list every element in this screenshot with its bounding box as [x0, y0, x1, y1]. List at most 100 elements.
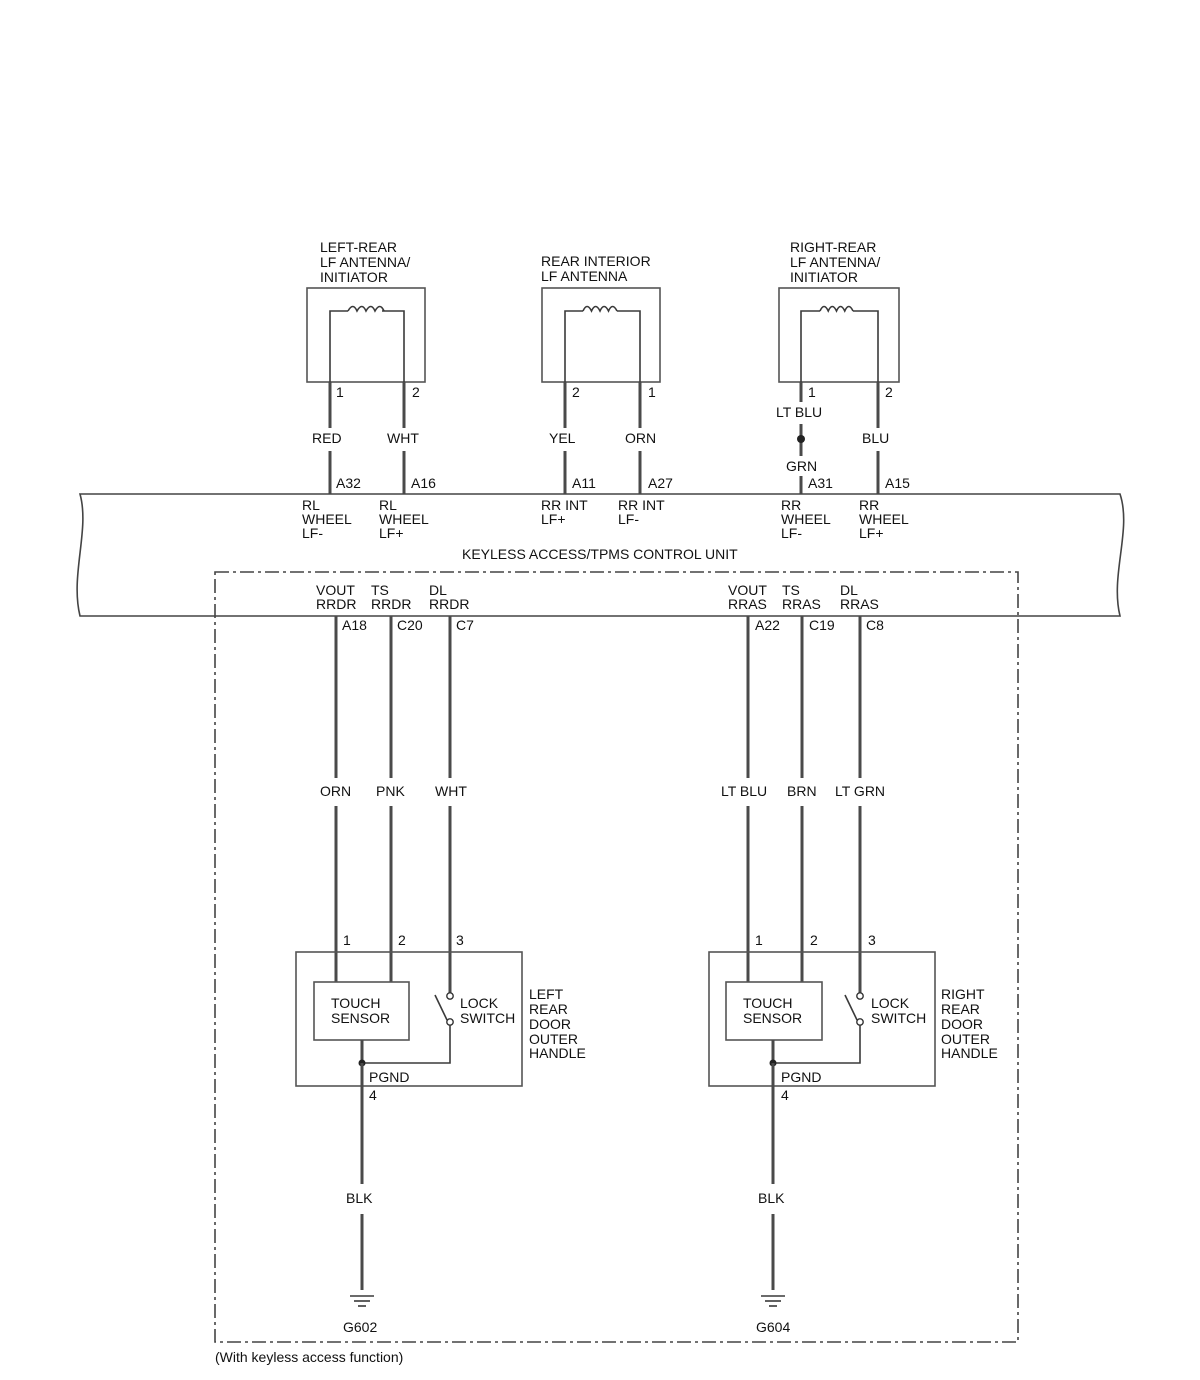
sig-vout-rras-1: VOUT — [728, 582, 767, 598]
center-antenna-box — [541, 287, 661, 383]
left-rear-lf-antenna: LEFT-REAR LF ANTENNA/ INITIATOR 1 2 RED … — [306, 239, 436, 494]
right-ground-id: G604 — [756, 1319, 790, 1335]
right-handle-name-4: OUTER — [941, 1031, 990, 1047]
center-antenna-wire-b-color: ORN — [625, 430, 656, 446]
footnote: (With keyless access function) — [215, 1349, 403, 1365]
left-antenna-label-2: LF ANTENNA/ — [320, 254, 410, 270]
left-touch-sensor-label-1: TOUCH — [331, 995, 381, 1011]
right-antenna-wire-b-color: BLU — [862, 430, 889, 446]
left-handle-name-2: REAR — [529, 1001, 568, 1017]
left-antenna-wire-a-color: RED — [312, 430, 342, 446]
right-antenna-lead — [800, 310, 879, 392]
right-touch-sensor-label-1: TOUCH — [743, 995, 793, 1011]
center-antenna-label-2: LF ANTENNA — [541, 268, 628, 284]
left-handle-name-1: LEFT — [529, 986, 564, 1002]
right-pgnd-pin: 4 — [781, 1087, 789, 1103]
left-wire-wht: WHT — [435, 783, 467, 799]
right-pin-3: 3 — [868, 932, 876, 948]
right-term-c8: C8 — [866, 617, 884, 633]
right-handle-name-1: RIGHT — [941, 986, 985, 1002]
sig-rr-int-lf-plus-1: RR INT — [541, 497, 588, 513]
right-wire-lt-blu: LT BLU — [721, 783, 767, 799]
sig-vout-rrdr-1: VOUT — [316, 582, 355, 598]
right-antenna-label-2: LF ANTENNA/ — [790, 254, 880, 270]
left-lock-switch-return — [362, 1025, 451, 1064]
right-lock-switch-label-2: SWITCH — [871, 1010, 926, 1026]
left-pin-2: 2 — [398, 932, 406, 948]
right-handle-name-2: REAR — [941, 1001, 980, 1017]
right-lock-switch-contact-top — [856, 992, 864, 1000]
left-antenna-box — [306, 287, 426, 383]
sig-vout-rras-2: RRAS — [728, 596, 767, 612]
sig-rr-int-lf-plus-2: LF+ — [541, 511, 566, 527]
left-term-c7: C7 — [456, 617, 474, 633]
sig-rl-lf-plus-2: WHEEL — [379, 511, 429, 527]
left-ground-wire-color: BLK — [346, 1190, 373, 1206]
right-lock-switch-contact-bottom — [856, 1018, 864, 1026]
right-rear-door-handle-circuit: A22 C19 C8 LT BLU BRN LT GRN 1 2 3 TOUCH… — [708, 616, 998, 1335]
left-lock-switch-contact-bottom — [446, 1018, 454, 1026]
center-antenna-wire-a-color: YEL — [549, 430, 576, 446]
right-handle-name-3: DOOR — [941, 1016, 983, 1032]
right-term-c19: C19 — [809, 617, 835, 633]
sig-ts-rrdr-2: RRDR — [371, 596, 411, 612]
right-wire-brn: BRN — [787, 783, 817, 799]
left-handle-name-4: OUTER — [529, 1031, 578, 1047]
sig-rr-lf-plus-2: WHEEL — [859, 511, 909, 527]
center-antenna-pin-b: 1 — [648, 384, 656, 400]
right-pgnd-label: PGND — [781, 1069, 821, 1085]
left-wire-orn: ORN — [320, 783, 351, 799]
sig-rl-lf-minus-2: WHEEL — [302, 511, 352, 527]
sig-rl-lf-plus-1: RL — [379, 497, 397, 513]
left-handle-name-5: HANDLE — [529, 1045, 586, 1061]
left-term-a18: A18 — [342, 617, 367, 633]
center-antenna-term-a: A11 — [572, 475, 596, 491]
center-antenna-label-1: REAR INTERIOR — [541, 253, 651, 269]
left-pin-1: 1 — [343, 932, 351, 948]
left-touch-sensor-label-2: SENSOR — [331, 1010, 390, 1026]
sig-rr-lf-minus-2: WHEEL — [781, 511, 831, 527]
sig-dl-rras-2: RRAS — [840, 596, 879, 612]
left-lock-switch-label-2: SWITCH — [460, 1010, 515, 1026]
right-lock-switch-return — [773, 1025, 861, 1064]
sig-rr-int-lf-minus-2: LF- — [618, 511, 639, 527]
left-lock-switch-contact-top — [446, 992, 454, 1000]
left-handle-name-3: DOOR — [529, 1016, 571, 1032]
left-lock-switch-label-1: LOCK — [460, 995, 499, 1011]
left-pin-3: 3 — [456, 932, 464, 948]
right-ground-wire-color: BLK — [758, 1190, 785, 1206]
right-antenna-pin-b: 2 — [885, 384, 893, 400]
right-antenna-term-b: A15 — [885, 475, 910, 491]
left-pgnd-pin: 4 — [369, 1087, 377, 1103]
left-rear-door-handle-circuit: A18 C20 C7 ORN PNK WHT 1 2 3 TOUCH SENSO… — [295, 616, 586, 1335]
sig-rl-lf-minus-1: RL — [302, 497, 320, 513]
sig-ts-rrdr-1: TS — [371, 582, 389, 598]
sig-ts-rras-1: TS — [782, 582, 800, 598]
right-antenna-term-a: A31 — [808, 475, 833, 491]
keyless-access-tpms-control-unit: RL WHEEL LF- RL WHEEL LF+ RR INT LF+ RR … — [76, 493, 1125, 617]
left-ground-icon — [350, 1295, 374, 1307]
sig-ts-rras-2: RRAS — [782, 596, 821, 612]
left-antenna-label-3: INITIATOR — [320, 269, 388, 285]
sig-rr-int-lf-minus-1: RR INT — [618, 497, 665, 513]
sig-rr-lf-minus-3: LF- — [781, 525, 802, 541]
right-antenna-label-1: RIGHT-REAR — [790, 239, 876, 255]
sig-vout-rrdr-2: RRDR — [316, 596, 356, 612]
right-antenna-wire-a-color: LT BLU — [776, 404, 822, 420]
right-pin-2: 2 — [810, 932, 818, 948]
right-handle-box — [708, 951, 936, 1087]
right-term-a22: A22 — [755, 617, 780, 633]
left-lock-switch-icon — [434, 994, 448, 1021]
splice-dot-icon — [797, 435, 805, 443]
right-ground-icon — [761, 1295, 785, 1307]
left-handle-box — [295, 951, 523, 1087]
left-antenna-coil-icon — [347, 305, 385, 313]
center-antenna-pin-a: 2 — [572, 384, 580, 400]
left-pgnd-label: PGND — [369, 1069, 409, 1085]
right-antenna-wire-a2-color: GRN — [786, 458, 817, 474]
right-pin-1: 1 — [755, 932, 763, 948]
left-antenna-wire-b-color: WHT — [387, 430, 419, 446]
left-antenna-term-b: A16 — [411, 475, 436, 491]
left-antenna-pin-b: 2 — [412, 384, 420, 400]
